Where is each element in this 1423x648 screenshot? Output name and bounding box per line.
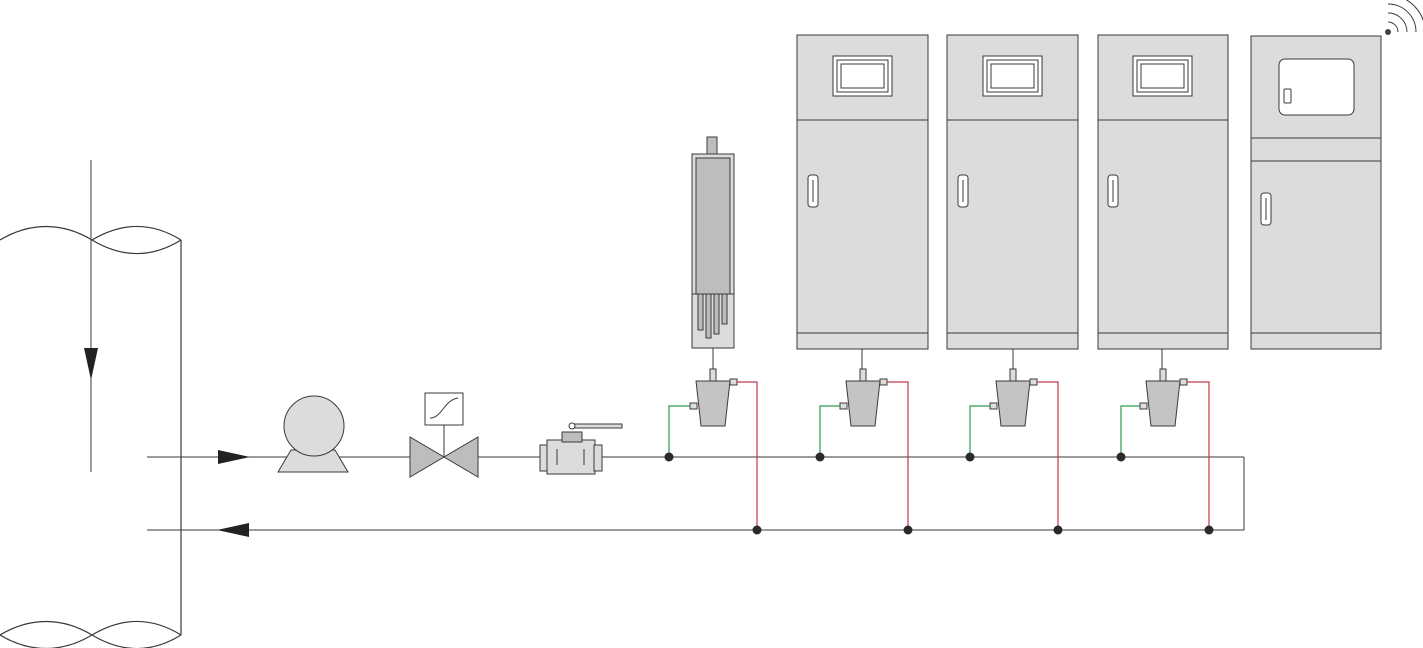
junction-node bbox=[752, 525, 762, 535]
junction-node bbox=[664, 452, 674, 462]
sample-return-line bbox=[887, 381, 909, 530]
analyzer-cabinet-2 bbox=[946, 34, 1079, 370]
sample-return-line bbox=[1187, 381, 1210, 530]
junction-node bbox=[815, 452, 825, 462]
junction-node bbox=[1116, 452, 1126, 462]
sample-inlet-line bbox=[969, 405, 990, 457]
analyzer-cabinet-3 bbox=[1097, 34, 1229, 370]
sample-inlet-line bbox=[819, 405, 840, 457]
flow-cell-4 bbox=[1116, 368, 1214, 535]
pump-icon bbox=[277, 395, 349, 473]
flow-arrow-icon bbox=[84, 348, 98, 380]
control-cabinet bbox=[1250, 35, 1382, 350]
probe-analyzer-icon bbox=[691, 136, 735, 370]
analyzer-cabinet-1 bbox=[796, 34, 929, 370]
junction-node bbox=[903, 525, 913, 535]
flow-cell-1 bbox=[664, 368, 762, 535]
sample-inlet-line bbox=[668, 405, 690, 457]
junction-node bbox=[1204, 525, 1214, 535]
wireless-signal-icon bbox=[1385, 0, 1423, 35]
control-valve-icon bbox=[409, 392, 479, 478]
sample-return-line bbox=[737, 381, 758, 530]
ball-valve-icon bbox=[539, 422, 623, 475]
junction-node bbox=[965, 452, 975, 462]
flow-arrow-icon bbox=[218, 450, 250, 464]
flow-arrow-icon bbox=[217, 523, 249, 537]
junction-node bbox=[1053, 525, 1063, 535]
sample-return-line bbox=[1037, 381, 1059, 530]
sample-inlet-line bbox=[1120, 405, 1140, 457]
flow-cell-3 bbox=[965, 368, 1063, 535]
flow-cell-2 bbox=[815, 368, 913, 535]
main-pipe bbox=[0, 160, 182, 648]
